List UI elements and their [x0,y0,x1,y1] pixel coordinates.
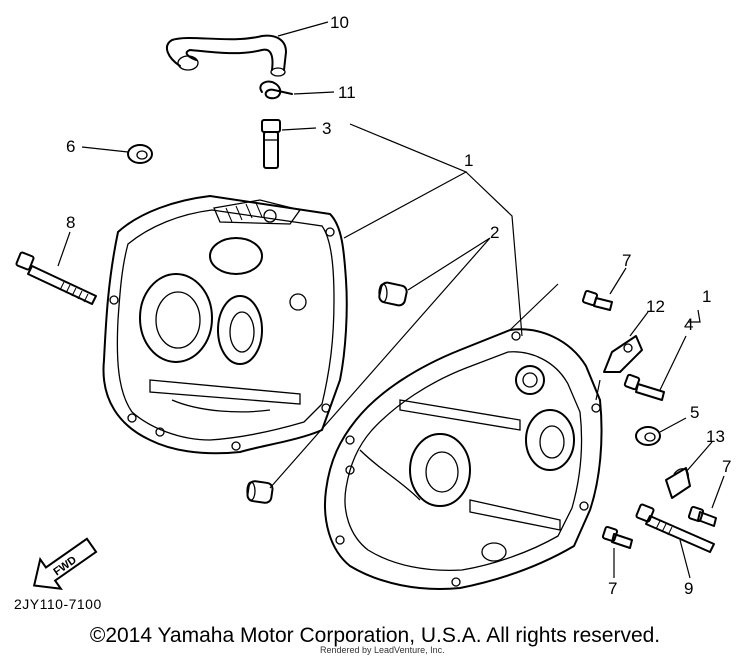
rendered-by-note: Rendered by LeadVenture, Inc. [320,645,445,655]
callout-2: 2 [490,223,499,242]
callout-13: 13 [706,427,725,446]
callout-7-right: 7 [722,457,731,476]
callout-numbers: 10 11 3 6 1 8 2 7 12 1 4 5 13 7 7 9 [66,13,731,598]
callout-11: 11 [338,83,356,102]
stay-12 [603,335,643,373]
bolt-7-right [687,505,717,527]
fwd-arrow: FWD [32,537,98,591]
bolt-7-lower [601,525,633,549]
washer-6 [127,144,153,164]
hose-clip [259,80,293,100]
bolt-8 [15,251,97,305]
callout-9: 9 [684,579,693,598]
leader-lines [57,21,725,579]
callout-7-bottom: 7 [608,579,617,598]
breather-fitting [261,119,281,169]
callout-8: 8 [66,213,75,232]
crankcase-left-half [102,195,348,455]
hose-guide-13 [665,467,691,499]
crankcase-right-half [324,328,603,591]
bolt-4 [623,373,665,401]
callout-12: 12 [646,297,665,316]
copyright-notice: ©2014 Yamaha Motor Corporation, U.S.A. A… [89,624,661,647]
dowel-pin-lower [246,480,274,504]
part-code: 2JY110-7100 [14,596,102,612]
callout-1-right: 1 [702,287,711,306]
dowel-pin-upper [378,281,408,307]
bolt-7-upper [581,289,613,311]
callout-1: 1 [464,151,473,170]
callout-6: 6 [66,137,75,156]
callout-10: 10 [330,13,349,32]
breather-hose [165,34,287,77]
callout-5: 5 [690,403,699,422]
bolt-9 [635,503,715,553]
washer-5 [635,426,661,446]
callout-3: 3 [322,119,331,138]
callout-4: 4 [684,315,693,334]
callout-7-top: 7 [622,251,631,270]
